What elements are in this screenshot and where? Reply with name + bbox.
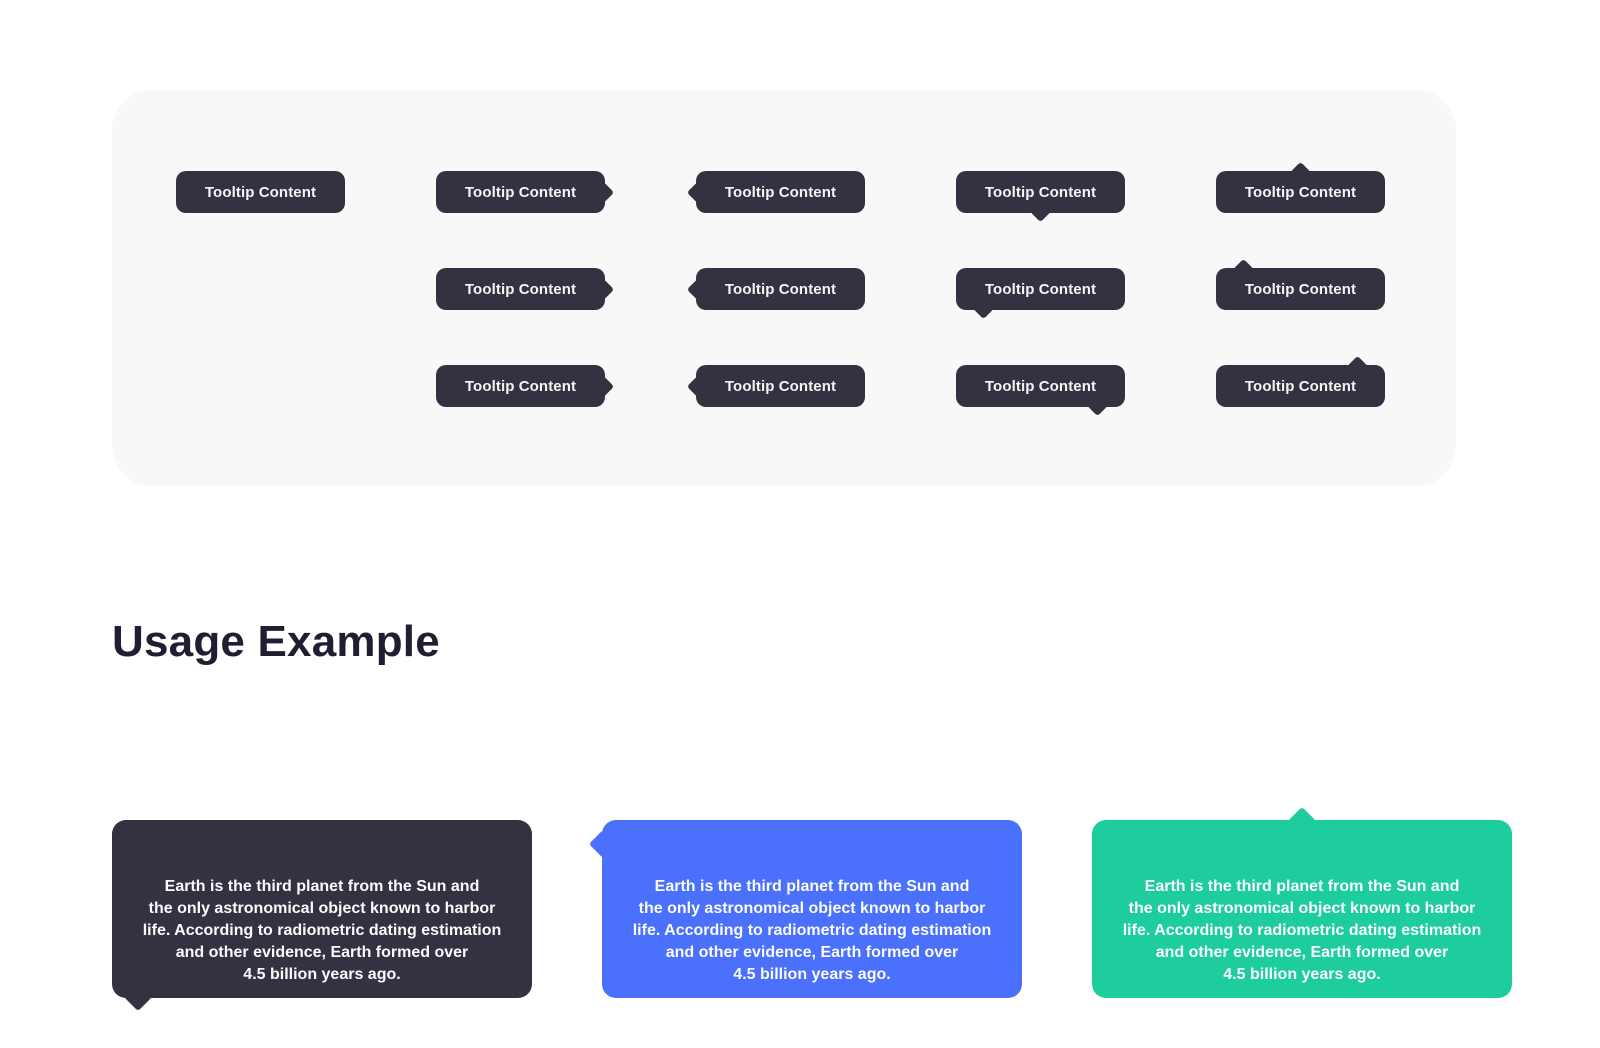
grid-cell: Tooltip Content — [956, 268, 1125, 320]
tooltip-label: Tooltip Content — [984, 377, 1097, 395]
tooltip-arrow-bottom-left: Tooltip Content — [956, 268, 1125, 320]
tooltip-arrow-top-center-icon — [1289, 161, 1312, 184]
tooltip-arrow-top-center-icon — [1287, 806, 1317, 836]
tooltip-arrow-top-right: Tooltip Content — [1216, 355, 1385, 407]
tooltip-arrow-right: Tooltip Content — [436, 171, 615, 213]
grid-cell: Tooltip Content — [176, 171, 345, 213]
tooltip-label: Tooltip Content — [1244, 280, 1357, 298]
grid-cell: Tooltip Content — [956, 171, 1125, 223]
usage-tooltip-text: Earth is the third planet from the Sun a… — [632, 878, 992, 983]
tooltip-label: Tooltip Content — [984, 280, 1097, 298]
tooltip-arrow-bottom-center: Tooltip Content — [956, 171, 1125, 223]
tooltip-label: Tooltip Content — [464, 280, 577, 298]
usage-examples-row: Earth is the third planet from the Sun a… — [112, 806, 1512, 1012]
tooltip-label: Tooltip Content — [1244, 183, 1357, 201]
tooltip-arrow-right-icon — [592, 278, 615, 300]
tooltip-plain: Tooltip Content — [176, 171, 345, 213]
tooltip-label: Tooltip Content — [1244, 377, 1357, 395]
tooltip-arrow-bottom-center-icon — [1029, 200, 1052, 223]
usage-example-heading: Usage Example — [112, 617, 440, 666]
tooltip-label: Tooltip Content — [984, 183, 1097, 201]
tooltip-label: Tooltip Content — [724, 377, 837, 395]
tooltip-arrow-bottom-left-icon — [972, 297, 995, 320]
usage-tooltip-blue: Earth is the third planet from the Sun a… — [588, 820, 1022, 998]
grid-cell: Tooltip Content — [436, 365, 615, 407]
tooltip-arrow-left-icon — [686, 278, 709, 300]
usage-tooltip-text: Earth is the third planet from the Sun a… — [1122, 878, 1482, 983]
tooltip-arrow-bottom-right: Tooltip Content — [956, 365, 1125, 417]
tooltip-label: Tooltip Content — [724, 280, 837, 298]
tooltip-arrow-top-right-icon — [1346, 355, 1369, 378]
tooltip-arrow-left-icon — [686, 375, 709, 397]
usage-tooltip-text: Earth is the third planet from the Sun a… — [142, 878, 502, 983]
tooltip-label: Tooltip Content — [464, 377, 577, 395]
tooltip-arrow-left: Tooltip Content — [686, 268, 865, 310]
grid-cell — [176, 365, 345, 407]
tooltip-label: Tooltip Content — [724, 183, 837, 201]
tooltip-arrow-right-icon — [592, 375, 615, 397]
tooltip-arrow-right-icon — [592, 181, 615, 203]
tooltip-arrow-right: Tooltip Content — [436, 268, 615, 310]
tooltip-arrow-left: Tooltip Content — [686, 365, 865, 407]
tooltip-arrow-right: Tooltip Content — [436, 365, 615, 407]
grid-cell: Tooltip Content — [436, 171, 615, 213]
tooltip-arrow-bottom-left-icon — [123, 982, 153, 1012]
tooltip-arrow-bottom-right-icon — [1086, 394, 1109, 417]
usage-tooltip-green: Earth is the third planet from the Sun a… — [1092, 806, 1512, 998]
tooltip-arrow-left: Tooltip Content — [686, 171, 865, 213]
tooltip-arrow-left-icon — [686, 181, 709, 203]
grid-cell — [176, 268, 345, 310]
grid-cell: Tooltip Content — [956, 365, 1125, 417]
grid-cell: Tooltip Content — [436, 268, 615, 310]
grid-cell: Tooltip Content — [1216, 161, 1385, 213]
tooltip-arrow-top-left-icon — [1232, 258, 1255, 281]
tooltip-arrow-left-top-icon — [588, 829, 618, 859]
tooltip-label: Tooltip Content — [464, 183, 577, 201]
grid-cell: Tooltip Content — [686, 365, 865, 407]
usage-tooltip-dark: Earth is the third planet from the Sun a… — [112, 820, 532, 1012]
grid-cell: Tooltip Content — [1216, 355, 1385, 407]
tooltip-arrow-top-left: Tooltip Content — [1216, 258, 1385, 310]
grid-cell: Tooltip Content — [686, 171, 865, 213]
grid-cell: Tooltip Content — [1216, 258, 1385, 310]
tooltip-arrow-top-center: Tooltip Content — [1216, 161, 1385, 213]
grid-cell: Tooltip Content — [686, 268, 865, 310]
tooltip-label: Tooltip Content — [204, 183, 317, 201]
